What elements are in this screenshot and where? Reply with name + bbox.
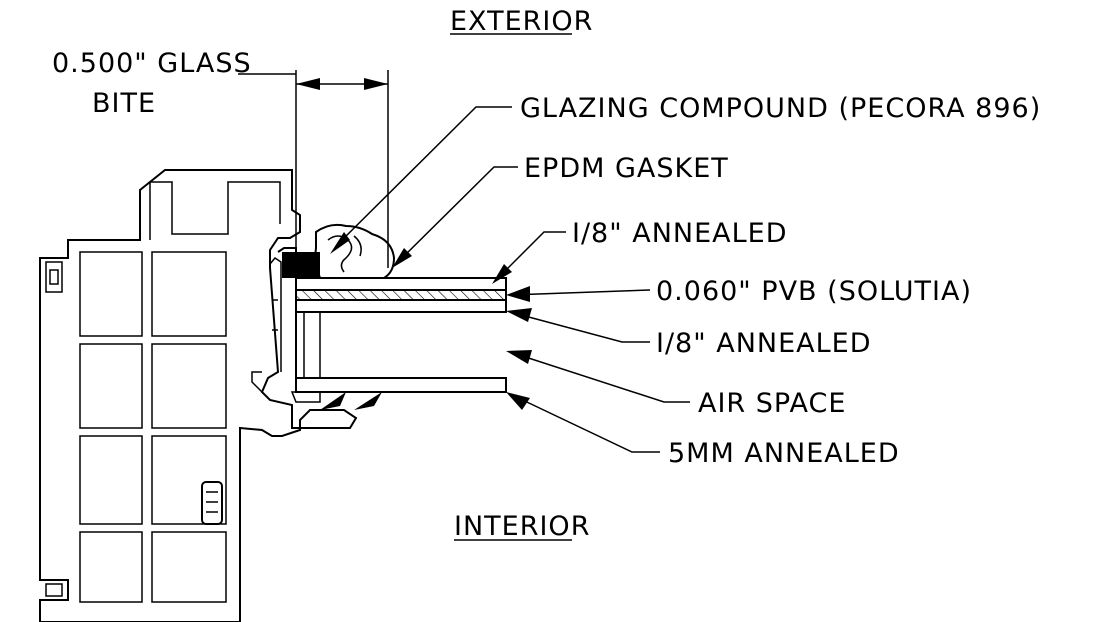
exterior-label: EXTERIOR — [450, 6, 593, 37]
epdm-gasket-label: EPDM GASKET — [524, 153, 729, 184]
air-space-label: AIR SPACE — [698, 388, 846, 419]
interior-label: INTERIOR — [454, 511, 590, 542]
glass-bite-dimension — [238, 70, 389, 268]
annealed-mid-label: I/8" ANNEALED — [656, 328, 872, 359]
glazing-compound-fill — [282, 252, 320, 278]
epdm-gasket — [314, 223, 396, 279]
glazing-compound-label: GLAZING COMPOUND (PECORA 896) — [520, 93, 1041, 124]
pvb-label: 0.060" PVB (SOLUTIA) — [656, 276, 972, 307]
frame-profile — [39, 169, 358, 622]
leader-lines — [330, 33, 690, 541]
glass-lites — [295, 277, 507, 410]
annealed-top-label: I/8" ANNEALED — [572, 218, 788, 249]
glass-bite-label-line1: 0.500" GLASS — [52, 48, 252, 79]
glass-bite-label-line2: BITE — [92, 88, 156, 119]
annealed-5mm-label: 5MM ANNEALED — [668, 438, 900, 469]
